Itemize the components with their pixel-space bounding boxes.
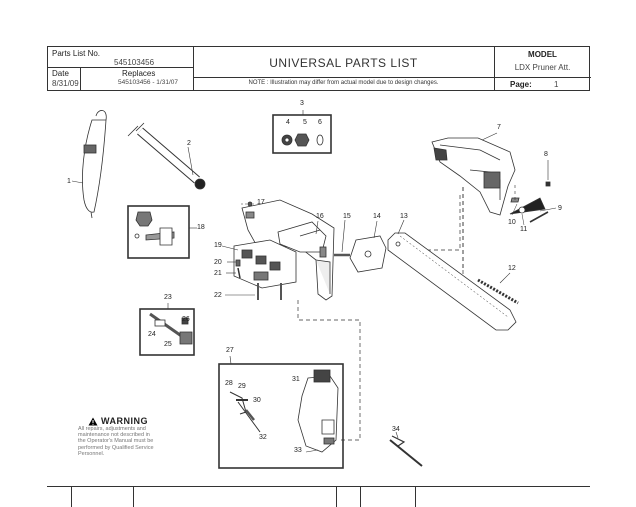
callout-19: 19 [214, 242, 222, 249]
callout-9: 9 [558, 205, 562, 212]
callout-17: 17 [257, 199, 265, 206]
callout-24: 24 [148, 331, 156, 338]
warning-line-1: All repairs, adjustments and [78, 426, 146, 432]
callout-5: 5 [303, 119, 307, 126]
model-label: MODEL [528, 50, 557, 59]
parts-list-header: Parts List No. 545103456 Date 8/31/09 Re… [47, 46, 591, 91]
stud-bolt-part [334, 219, 350, 257]
callout-33: 33 [294, 447, 302, 454]
washer-nut-parts [510, 197, 526, 226]
harness-strap-part [71, 110, 107, 219]
callout-18: 18 [197, 224, 205, 231]
callout-30: 30 [253, 397, 261, 404]
screw-kit-box [272, 110, 332, 154]
gear-case-part [221, 239, 297, 289]
warning-triangle-icon [88, 417, 98, 425]
set-screw-part [241, 201, 254, 207]
callout-8: 8 [544, 151, 548, 158]
drive-shaft-box [127, 205, 197, 259]
replaces-value: 545103456 - 1/31/07 [118, 79, 178, 86]
callout-23: 23 [164, 294, 172, 301]
callout-31: 31 [292, 376, 300, 383]
callout-28: 28 [225, 380, 233, 387]
date-label: Date [52, 69, 69, 78]
bolt-part [545, 160, 551, 187]
callout-21: 21 [214, 270, 222, 277]
callout-2: 2 [187, 140, 191, 147]
oil-tank-box [218, 355, 344, 469]
callout-6: 6 [318, 119, 322, 126]
long-bolts-part [225, 283, 282, 300]
page-label: Page: [510, 80, 532, 89]
parts-table-top-edge [47, 486, 590, 507]
callout-13: 13 [400, 213, 408, 220]
warning-line-3: the Operator's Manual must be [78, 438, 154, 445]
callout-10: 10 [508, 219, 516, 226]
callout-34: 34 [392, 426, 400, 433]
model-value: LDX Pruner Att. [514, 63, 571, 72]
warning-line-2: maintenance not described in [78, 432, 150, 439]
scrench-tool-part [389, 431, 423, 467]
callout-7: 7 [497, 124, 501, 131]
parts-list-label: Parts List No. [52, 49, 101, 58]
callout-27: 27 [226, 347, 234, 354]
callout-26: 26 [182, 316, 190, 323]
callout-12: 12 [508, 265, 516, 272]
callout-25: 25 [164, 341, 172, 348]
callout-32: 32 [259, 434, 267, 441]
guide-bar-part [387, 219, 517, 331]
callout-14: 14 [373, 213, 381, 220]
parts-list-number: 545103456 [114, 58, 155, 67]
warning-title: WARNING [101, 416, 148, 426]
page-title: UNIVERSAL PARTS LIST [269, 56, 418, 70]
oil-pump-box [139, 303, 195, 356]
callout-20: 20 [214, 259, 222, 266]
chain-cover-part [431, 132, 516, 216]
callout-11: 11 [520, 226, 528, 233]
callout-15: 15 [343, 213, 351, 220]
warning-line-5: Personnel. [78, 450, 105, 457]
saw-chain-part [477, 272, 519, 305]
callout-3: 3 [300, 100, 304, 107]
service-warning: WARNING All repairs, adjustments and mai… [78, 416, 188, 457]
replaces-label: Replaces [122, 69, 156, 78]
warning-line-4: performed by Qualified Service [78, 444, 154, 451]
callout-29: 29 [238, 383, 246, 390]
shaft-tube-part [127, 122, 206, 190]
date-value: 8/31/09 [52, 79, 79, 88]
callout-1: 1 [67, 178, 71, 185]
screw-parts [226, 259, 241, 279]
page-number: 1 [554, 80, 559, 89]
side-plate-part [349, 220, 387, 273]
callout-16: 16 [316, 213, 324, 220]
design-change-note: NOTE : Illustration may differ from actu… [248, 80, 439, 86]
callout-22: 22 [214, 292, 222, 299]
callout-4: 4 [286, 119, 290, 126]
